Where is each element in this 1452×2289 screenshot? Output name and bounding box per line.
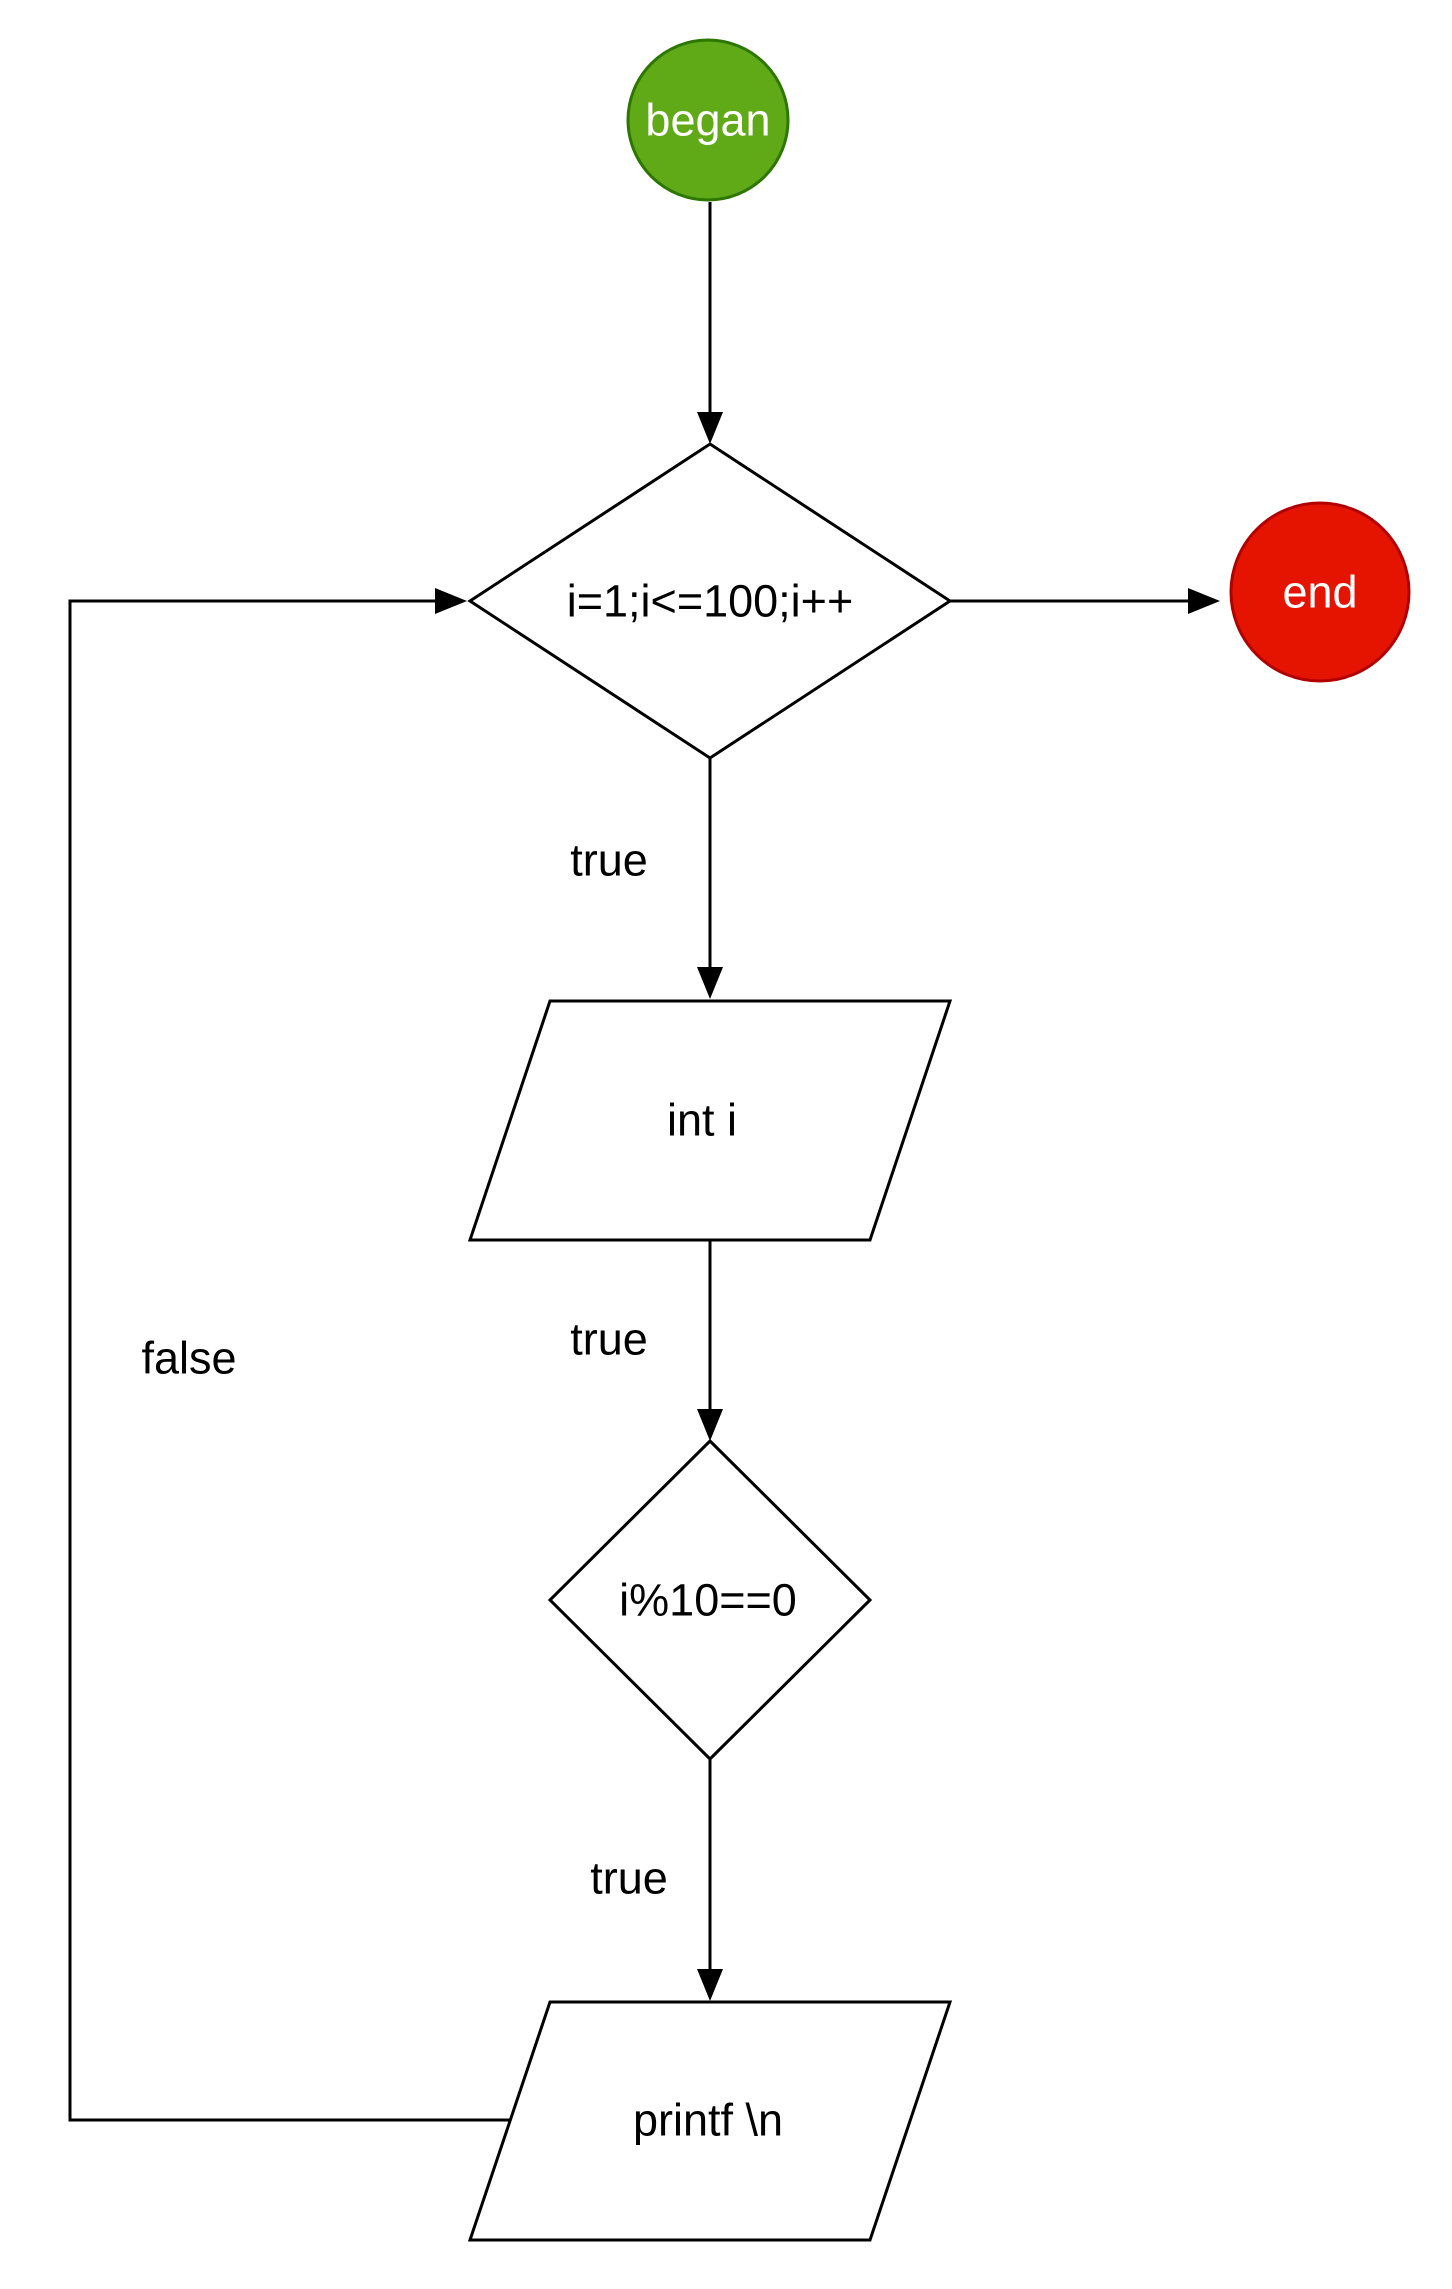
edge-condition-to-end [950, 588, 1220, 614]
edge-condition-to-declare [697, 758, 723, 999]
start-circle [626, 38, 790, 202]
declare-parallelogram [467, 999, 953, 1242]
edge-declare-to-modcheck [697, 1240, 723, 1441]
edge-modcheck-to-print [697, 1759, 723, 2001]
start-label: began [645, 95, 770, 146]
mod-check-diamond [547, 1438, 873, 1762]
end-label: end [1282, 567, 1357, 618]
declare-node[interactable]: int i [467, 999, 953, 1242]
print-parallelogram [467, 2000, 953, 2242]
edge-label-back-false: false [141, 1333, 236, 1384]
edge-label-mod-true: true [590, 1853, 668, 1904]
edge-start-to-condition [697, 202, 723, 444]
edge-label-loop-true: true [570, 835, 648, 886]
declare-label: int i [667, 1095, 737, 1146]
end-node[interactable]: end [1229, 501, 1411, 683]
print-node[interactable]: printf \n [467, 2000, 953, 2242]
mod-check-label: i%10==0 [619, 1575, 797, 1626]
edge-label-declare-true: true [570, 1314, 648, 1365]
edge-print-back-to-condition [68, 588, 510, 2122]
loop-condition-node[interactable]: i=1;i<=100;i++ [467, 442, 953, 760]
loop-condition-label: i=1;i<=100;i++ [567, 576, 854, 627]
start-node[interactable]: began [626, 38, 790, 202]
loop-condition-diamond [467, 442, 953, 760]
mod-check-node[interactable]: i%10==0 [547, 1438, 873, 1762]
end-circle [1229, 501, 1411, 683]
print-label: printf \n [633, 2095, 783, 2146]
